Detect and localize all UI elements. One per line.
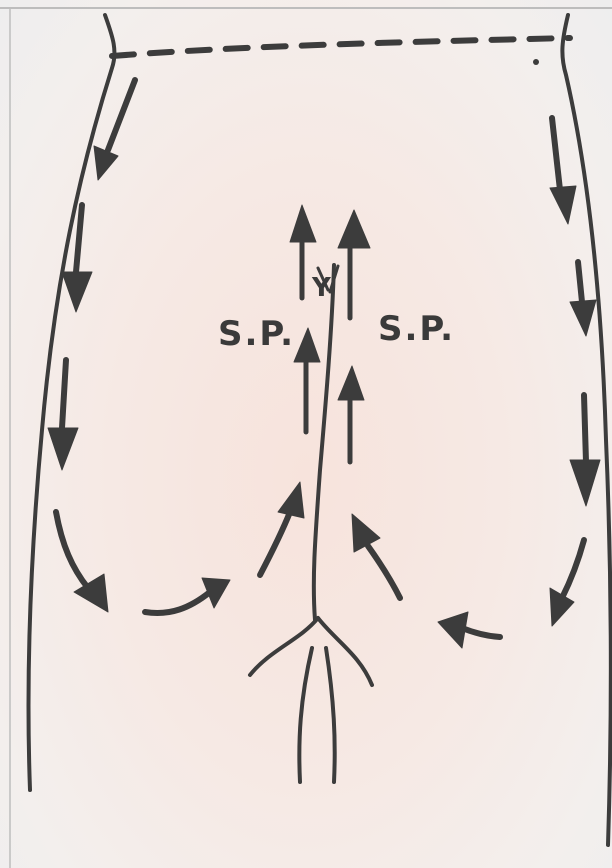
label-y: Y — [311, 273, 333, 303]
arrow-head-icon — [278, 482, 304, 518]
right-drain-stroke-3 — [584, 395, 586, 462]
inner-thigh-right — [326, 648, 335, 782]
left-drain-stroke-4 — [56, 512, 88, 588]
left-drain-stroke-2 — [76, 205, 82, 272]
arrow-head-icon — [294, 328, 320, 362]
label-sp-right: S.P. — [378, 309, 455, 349]
arrow-head-icon — [338, 210, 370, 248]
arrow-head-icon — [570, 460, 600, 506]
body-outline-left — [29, 15, 115, 790]
arrow-head-icon — [438, 612, 468, 648]
arrow-head-icon — [570, 300, 596, 336]
inner-thigh-left — [299, 648, 312, 782]
arrow-head-icon — [550, 186, 576, 224]
left-drain-stroke-3 — [62, 360, 66, 428]
right-drain-stroke-5 — [462, 628, 500, 637]
gluteal-cleft-line — [314, 265, 334, 620]
waistline-dashed — [112, 38, 570, 56]
left-drain-stroke-1 — [108, 80, 135, 150]
right-drain-stroke-1 — [552, 118, 560, 190]
arrow-head-icon — [62, 272, 92, 312]
left-drain-stroke-6 — [260, 512, 290, 575]
right-drain-stroke-2 — [578, 262, 582, 302]
label-sp-left: S.P. — [218, 314, 295, 354]
arrow-head-icon — [290, 205, 316, 242]
right-drain-stroke-6 — [368, 546, 400, 598]
arrow-head-icon — [338, 366, 364, 400]
arrow-head-icon — [48, 428, 78, 470]
left-drain-stroke-5 — [145, 592, 210, 613]
right-drain-stroke-4 — [562, 540, 584, 598]
arrow-head-icon — [94, 146, 118, 180]
ink-dot — [533, 59, 539, 65]
